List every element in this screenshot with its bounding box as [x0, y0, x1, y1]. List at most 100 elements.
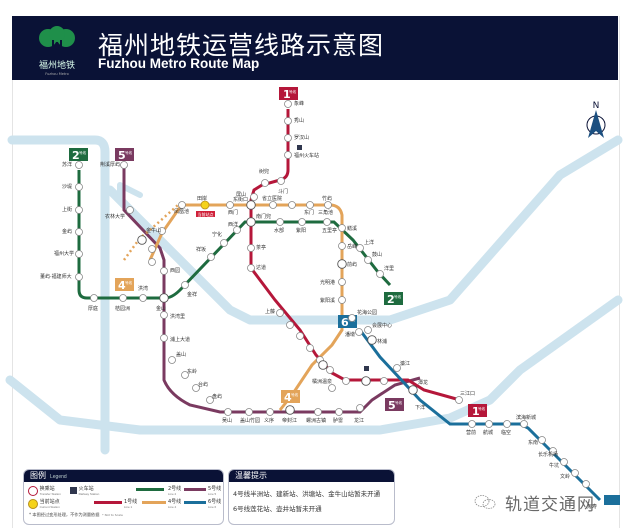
transfer-station-qianyu[interactable]: [337, 259, 347, 269]
station[interactable]: [338, 278, 346, 286]
station[interactable]: [250, 193, 258, 201]
svg-text:5: 5: [118, 149, 126, 162]
station[interactable]: [455, 396, 463, 404]
station[interactable]: [245, 408, 253, 416]
station[interactable]: [277, 177, 285, 185]
transfer-station-chengmen[interactable]: [318, 360, 328, 370]
station[interactable]: [286, 321, 294, 329]
station[interactable]: [380, 377, 388, 385]
station[interactable]: [75, 250, 83, 258]
station[interactable]: [348, 314, 356, 322]
svg-text:长乐机场: 长乐机场: [538, 451, 558, 458]
station[interactable]: [503, 420, 511, 428]
station[interactable]: [178, 201, 186, 209]
station[interactable]: [160, 267, 168, 275]
station[interactable]: [468, 420, 476, 428]
station[interactable]: [338, 296, 346, 304]
current-station-marker[interactable]: [200, 200, 210, 210]
transfer-station-hongtang[interactable]: [137, 235, 147, 245]
station[interactable]: [276, 309, 284, 317]
station[interactable]: [120, 161, 128, 169]
station[interactable]: [75, 206, 83, 214]
station[interactable]: [226, 201, 234, 209]
station[interactable]: [266, 408, 274, 416]
station[interactable]: [75, 161, 83, 169]
transfer-station-linpu[interactable]: [367, 335, 377, 345]
station[interactable]: [269, 201, 277, 209]
station[interactable]: [314, 408, 322, 416]
station[interactable]: [284, 151, 292, 159]
station[interactable]: [560, 458, 568, 466]
station[interactable]: [288, 201, 296, 209]
station[interactable]: [296, 332, 304, 340]
station[interactable]: [298, 218, 306, 226]
station[interactable]: [338, 224, 346, 232]
station[interactable]: [328, 384, 336, 392]
station[interactable]: [571, 469, 579, 477]
station[interactable]: [326, 366, 334, 374]
transfer-station-dongjiekou[interactable]: [246, 200, 256, 210]
station[interactable]: [160, 311, 168, 319]
station[interactable]: [342, 377, 350, 385]
station[interactable]: [233, 226, 241, 234]
station[interactable]: [364, 326, 372, 334]
station[interactable]: [247, 244, 255, 252]
station[interactable]: [247, 264, 255, 272]
station[interactable]: [158, 227, 166, 235]
station[interactable]: [207, 253, 215, 261]
station[interactable]: [306, 201, 314, 209]
station[interactable]: [148, 258, 156, 266]
transfer-station-linjiang[interactable]: [408, 385, 418, 395]
svg-text:林浦: 林浦: [377, 338, 387, 345]
station[interactable]: [485, 420, 493, 428]
station[interactable]: [306, 344, 314, 352]
station[interactable]: [224, 408, 232, 416]
page-title: 福州地铁运营线路示意图: [98, 31, 385, 60]
svg-text:号线: 号线: [394, 294, 402, 299]
svg-text:花海公园: 花海公园: [357, 309, 377, 316]
station[interactable]: [582, 480, 590, 488]
station[interactable]: [335, 408, 343, 416]
transfer-station-difengjiang[interactable]: [285, 405, 295, 415]
station[interactable]: [148, 245, 156, 253]
station[interactable]: [220, 239, 228, 247]
station[interactable]: [549, 447, 557, 455]
station[interactable]: [181, 371, 189, 379]
station[interactable]: [520, 420, 528, 428]
station[interactable]: [192, 384, 200, 392]
station[interactable]: [126, 206, 134, 214]
station[interactable]: [284, 100, 292, 108]
station[interactable]: [206, 396, 214, 404]
station[interactable]: [323, 218, 331, 226]
station[interactable]: [376, 270, 384, 278]
station[interactable]: [90, 294, 98, 302]
station[interactable]: [168, 356, 176, 364]
station[interactable]: [393, 364, 401, 372]
station[interactable]: [75, 183, 83, 191]
station[interactable]: [338, 242, 346, 250]
station[interactable]: [181, 281, 189, 289]
station[interactable]: [284, 117, 292, 125]
station[interactable]: [261, 179, 269, 187]
svg-text:胪雷: 胪雷: [333, 417, 343, 424]
station[interactable]: [276, 218, 284, 226]
station[interactable]: [75, 228, 83, 236]
station[interactable]: [324, 201, 332, 209]
station[interactable]: [355, 328, 363, 336]
line-1-badge: 1 号线: [279, 87, 298, 101]
station[interactable]: [119, 294, 127, 302]
station[interactable]: [75, 273, 83, 281]
station[interactable]: [356, 244, 364, 252]
stations: [75, 100, 590, 488]
station[interactable]: [364, 256, 372, 264]
transfer-station-nanmendou[interactable]: [246, 217, 256, 227]
station[interactable]: [356, 404, 364, 412]
transfer-station-south-station[interactable]: [361, 376, 371, 386]
transfer-station-jinshan[interactable]: [159, 293, 169, 303]
station[interactable]: [160, 334, 168, 342]
station[interactable]: [284, 134, 292, 142]
station[interactable]: [538, 436, 546, 444]
station[interactable]: [139, 294, 147, 302]
tips-line-6-note: 6号线莲花站、壶井站暂未开通: [233, 505, 322, 513]
svg-text:吴山: 吴山: [222, 417, 232, 424]
